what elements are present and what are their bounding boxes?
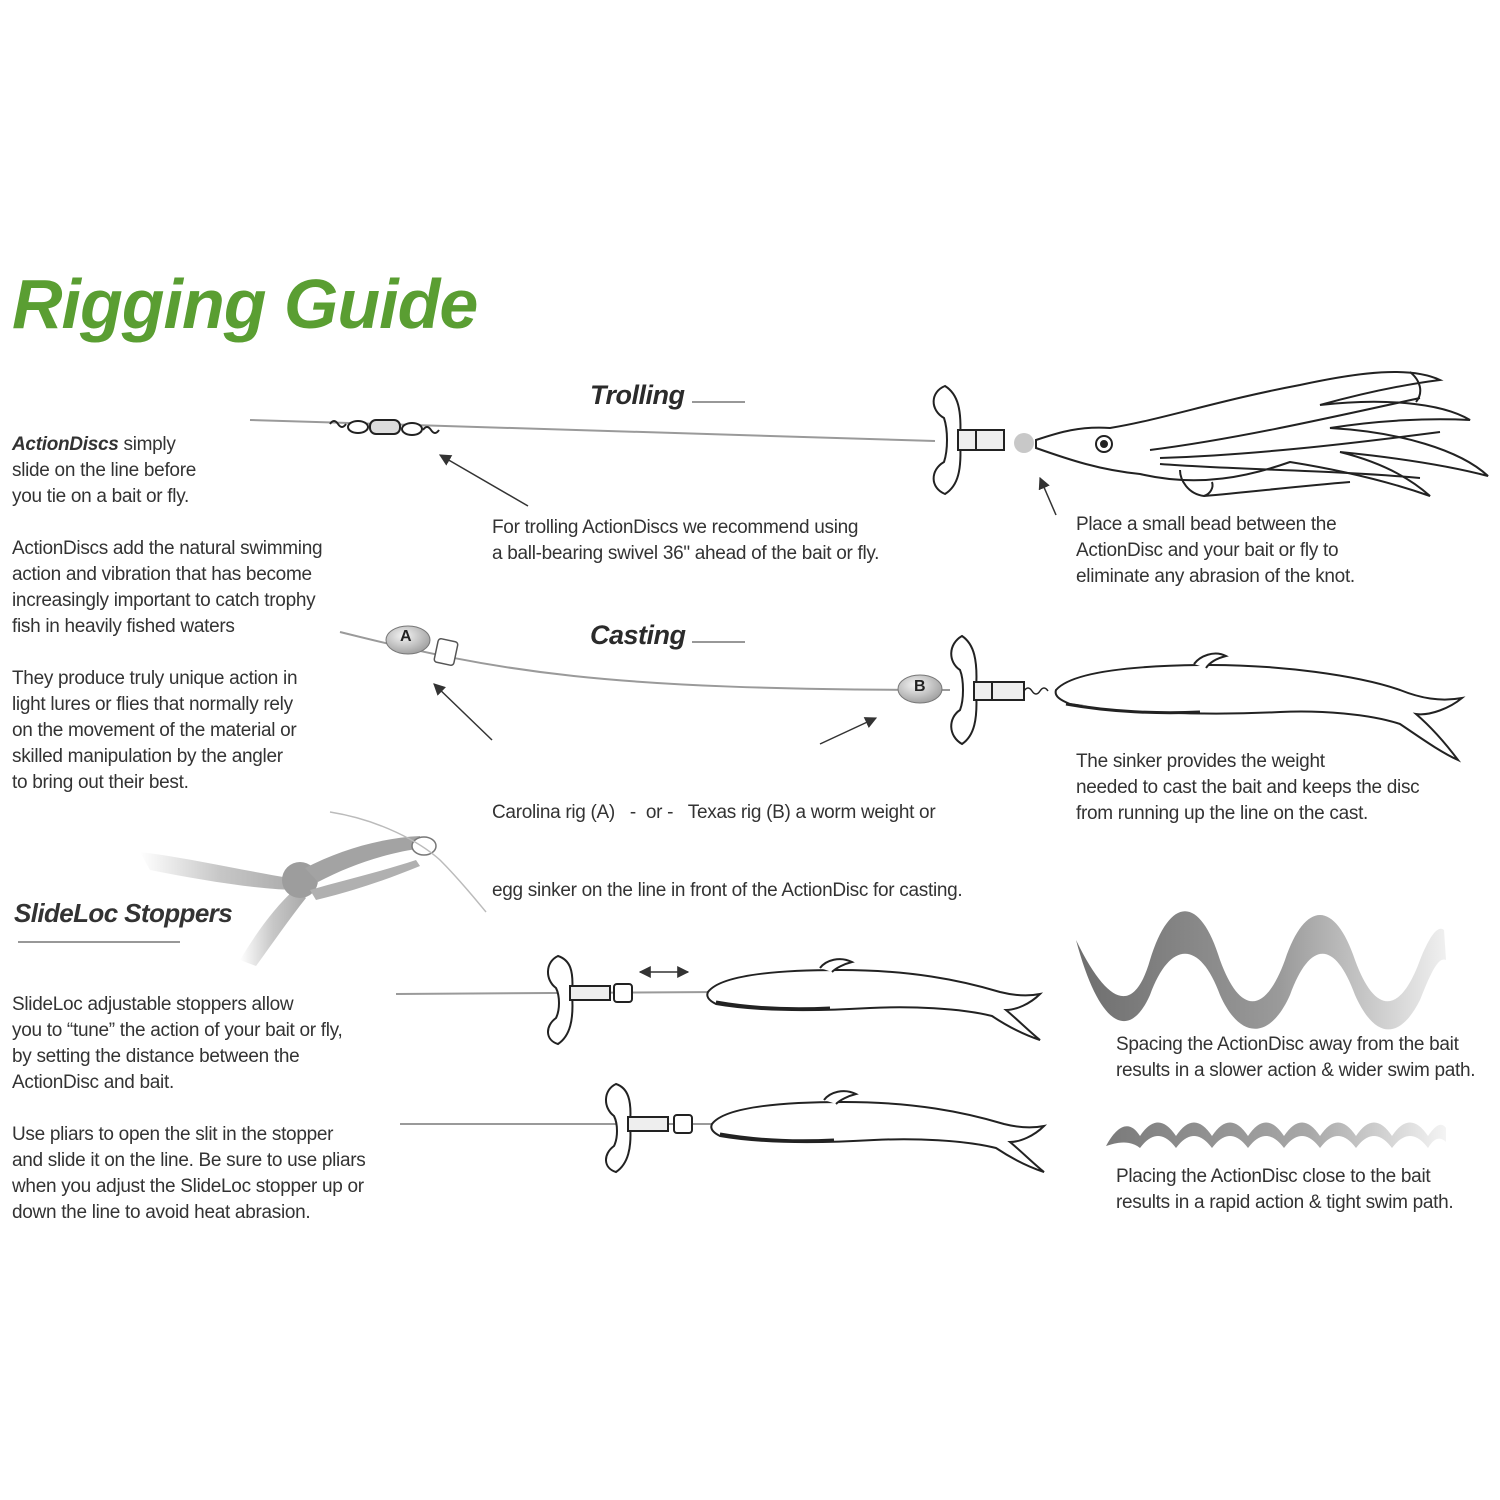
action-disc-trolling — [932, 384, 1005, 496]
sinker-a — [385, 625, 431, 655]
wide-swim-wave — [1076, 911, 1446, 1030]
bead-arrow — [1038, 476, 1057, 516]
marker-b: B — [914, 678, 926, 695]
slideloc-text: SlideLoc adjustable stoppers allow you t… — [12, 994, 366, 1223]
wide-action-note: Spacing the ActionDisc away from the bai… — [1116, 1034, 1476, 1081]
section-slideloc: SlideLoc Stoppers — [14, 898, 233, 928]
carolina-arrow — [433, 683, 493, 741]
intro-para-2: ActionDiscs add the natural swimming act… — [12, 538, 323, 637]
sinker-b — [897, 674, 943, 704]
brand-name: ActionDiscs — [12, 434, 119, 455]
slideloc-rig-spaced — [395, 954, 1044, 1046]
stopper-a — [433, 637, 459, 667]
tight-action-note: Placing the ActionDisc close to the bait… — [1116, 1166, 1454, 1213]
trolling-rig — [249, 370, 1489, 516]
sinker-note: The sinker provides the weight needed to… — [1076, 751, 1420, 824]
tight-swim-wave — [1106, 1122, 1446, 1148]
rigs-note: Carolina rig (A) - or - Texas rig (B) a … — [492, 802, 963, 901]
soft-bait-casting — [1054, 652, 1466, 763]
slideloc-rig-close — [400, 1082, 1048, 1174]
bead-note: Place a small bead between the ActionDis… — [1076, 514, 1355, 587]
marker-a: A — [400, 628, 412, 645]
action-disc-casting — [950, 634, 1025, 746]
section-casting: Casting — [590, 620, 686, 650]
intro-text: ActionDiscs simply slide on the line bef… — [12, 432, 352, 822]
texas-arrow — [819, 717, 878, 745]
swivel-arrow — [438, 454, 529, 507]
casting-rig — [339, 625, 1466, 763]
intro-para-3: They produce truly unique action in ligh… — [12, 668, 298, 793]
pliers-icon — [140, 811, 487, 966]
section-trolling: Trolling — [590, 380, 685, 410]
squid-lure — [1035, 370, 1489, 498]
bead — [1014, 433, 1034, 453]
page-title: Rigging Guide — [12, 265, 478, 343]
swivel-note: For trolling ActionDiscs we recommend us… — [492, 517, 880, 564]
ball-bearing-swivel — [329, 419, 440, 436]
